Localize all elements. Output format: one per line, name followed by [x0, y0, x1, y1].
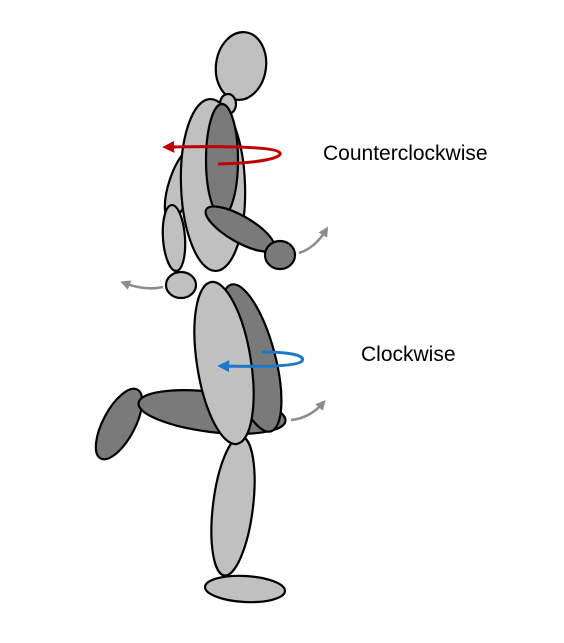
lower-rotation-label: Clockwise	[361, 343, 456, 366]
torso-dark-side	[204, 102, 240, 218]
front-fist	[263, 239, 297, 271]
hip-joint	[164, 270, 198, 300]
curved-motion-arrow-icon	[298, 226, 329, 255]
curved-motion-arrow-icon	[290, 399, 326, 422]
clockwise-rotation-arrow-icon	[217, 350, 304, 373]
upper-rotation-label: Counterclockwise	[323, 142, 488, 165]
front-foot	[203, 574, 287, 604]
curved-motion-arrow-icon	[120, 280, 164, 290]
front-shin	[210, 435, 256, 577]
counterclockwise-rotation-arrow-icon	[162, 140, 282, 166]
head	[214, 31, 268, 101]
back-forearm	[161, 203, 187, 273]
back-foot	[94, 387, 144, 461]
